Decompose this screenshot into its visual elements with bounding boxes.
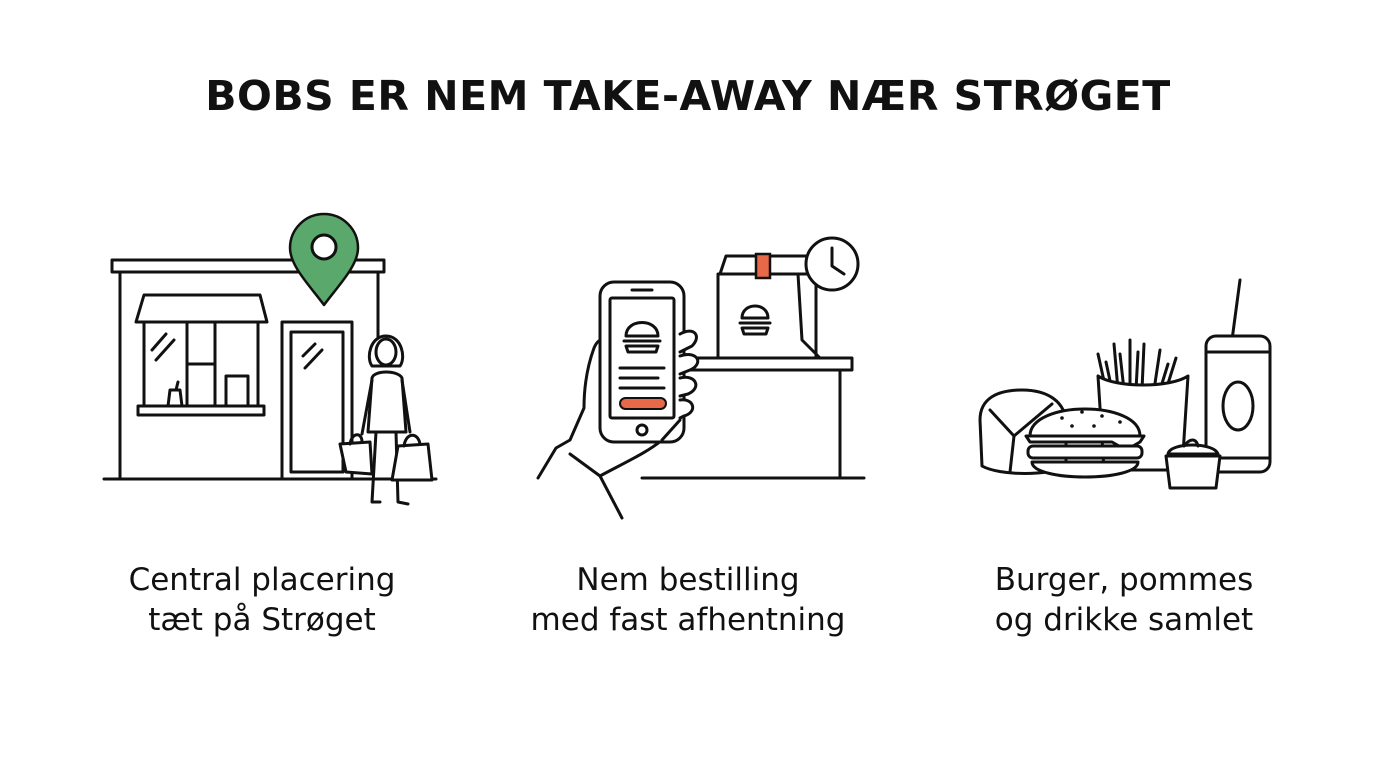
- feature-caption-ordering: Nem bestilling med fast afhentning: [488, 560, 888, 640]
- feature-caption-line: med fast afhentning: [530, 602, 846, 638]
- feature-caption-location: Central placering tæt på Strøget: [62, 560, 462, 640]
- burger-fries-drink-icon: [978, 278, 1272, 490]
- storefront-location-icon: [102, 212, 438, 506]
- feature-caption-line: Burger, pommes: [994, 562, 1254, 598]
- feature-caption-line: Nem bestilling: [576, 562, 800, 598]
- feature-caption-line: Central placering: [128, 562, 396, 598]
- feature-caption-menu: Burger, pommes og drikke samlet: [924, 560, 1324, 640]
- mobile-order-pickup-icon: [536, 236, 866, 520]
- feature-caption-line: tæt på Strøget: [148, 602, 376, 638]
- page-title: BOBS ER NEM TAKE-AWAY NÆR STRØGET: [205, 72, 1171, 120]
- feature-caption-line: og drikke samlet: [994, 602, 1254, 638]
